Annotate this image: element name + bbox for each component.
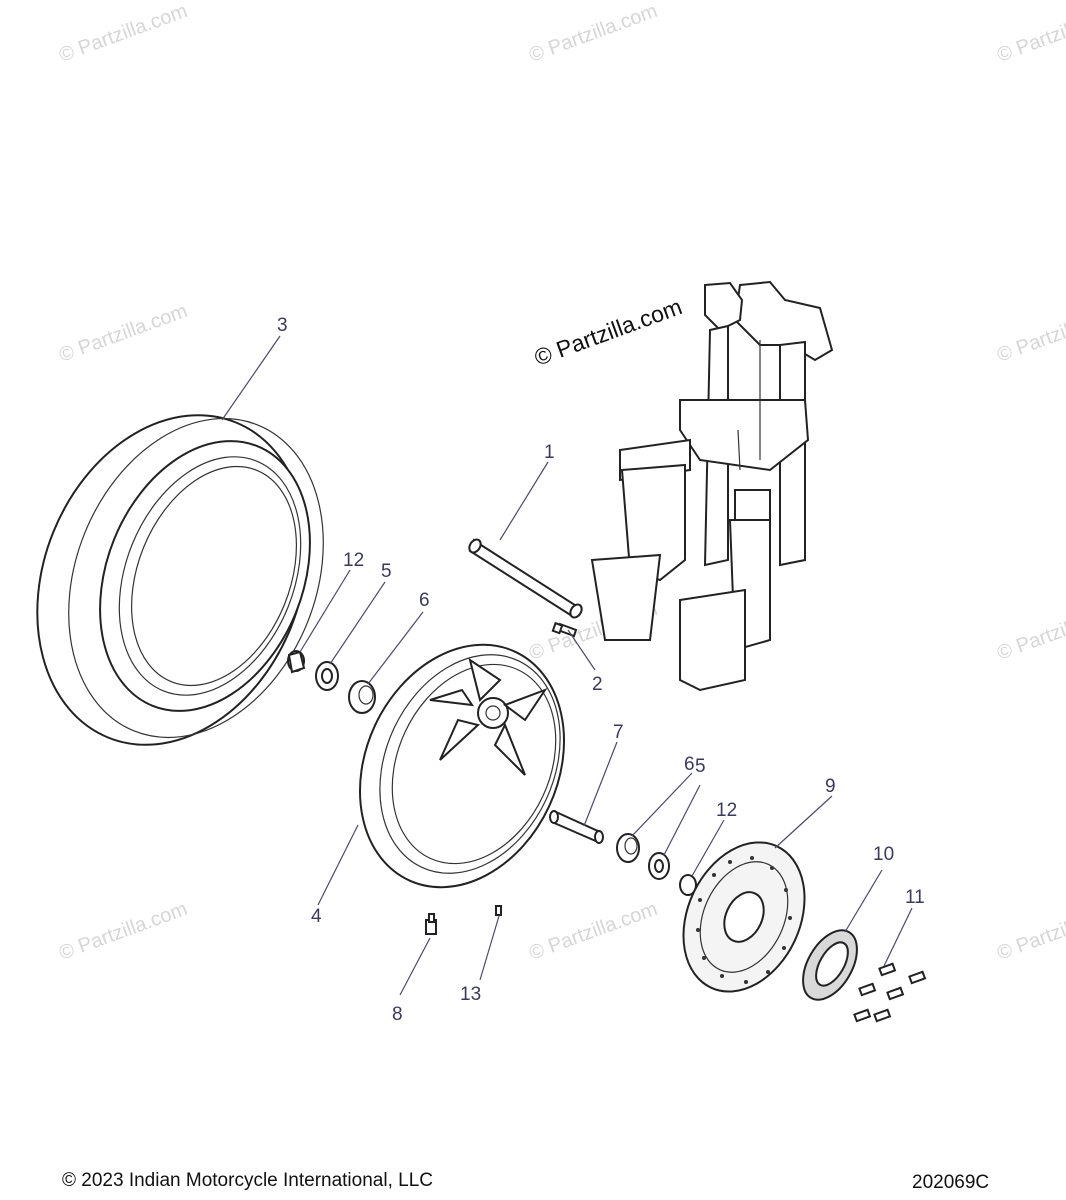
callout-12-right: 12 bbox=[716, 800, 737, 821]
callout-3: 3 bbox=[277, 315, 288, 336]
callout-1: 1 bbox=[544, 442, 555, 463]
watermark: © Partzilla.com bbox=[994, 300, 1066, 367]
callout-5-right: 5 bbox=[695, 756, 706, 777]
callout-4: 4 bbox=[311, 906, 322, 927]
watermark: © Partzilla.com bbox=[56, 898, 190, 965]
bolts-part-11 bbox=[853, 962, 927, 1023]
bearing-part-6-left bbox=[348, 680, 376, 714]
watermark: © Partzilla.com bbox=[56, 0, 190, 67]
spacer-part-7 bbox=[549, 810, 604, 844]
seal-part-5-right bbox=[648, 852, 670, 880]
seal-part-5-left bbox=[315, 661, 339, 691]
callout-13: 13 bbox=[460, 984, 481, 1005]
axle-part-1 bbox=[468, 538, 583, 619]
callout-10: 10 bbox=[873, 844, 894, 865]
watermark: © Partzilla.com bbox=[994, 898, 1066, 965]
pin-part-13 bbox=[495, 905, 502, 916]
watermark: © Partzilla.com bbox=[526, 0, 660, 67]
tire-part-3 bbox=[36, 414, 324, 746]
bearing-part-6-right bbox=[616, 833, 640, 863]
spacer-part-12-left bbox=[287, 650, 306, 674]
wheel-part-4 bbox=[358, 643, 566, 889]
front-fork bbox=[590, 280, 834, 692]
spacer-part-12-right bbox=[679, 874, 697, 896]
callout-5-left: 5 bbox=[381, 561, 392, 582]
brake-disc-part-9 bbox=[682, 841, 806, 993]
callouts: 3 1 2 12 5 6 4 7 6 5 12 9 10 11 8 13 bbox=[277, 315, 925, 1025]
callout-8: 8 bbox=[392, 1004, 403, 1025]
callout-7: 7 bbox=[613, 722, 624, 743]
watermark: © Partzilla.com bbox=[994, 0, 1066, 67]
callout-2: 2 bbox=[592, 674, 603, 695]
callout-9: 9 bbox=[825, 776, 836, 797]
watermark-main: © Partzilla.com bbox=[531, 293, 686, 370]
tone-ring-part-10 bbox=[802, 929, 858, 1001]
bolt-part-2 bbox=[551, 621, 578, 638]
callout-6-left: 6 bbox=[419, 590, 430, 611]
diagram-id: 202069C bbox=[912, 1172, 990, 1193]
callout-12-left: 12 bbox=[343, 550, 364, 571]
callout-11: 11 bbox=[905, 887, 925, 908]
copyright-text: © 2023 Indian Motorcycle International, … bbox=[62, 1170, 433, 1191]
leader-lines bbox=[221, 335, 913, 996]
callout-6-right: 6 bbox=[684, 754, 695, 775]
watermark: © Partzilla.com bbox=[994, 598, 1066, 665]
valve-part-8 bbox=[425, 913, 437, 935]
watermark: © Partzilla.com bbox=[526, 898, 660, 965]
watermark: © Partzilla.com bbox=[56, 300, 190, 367]
